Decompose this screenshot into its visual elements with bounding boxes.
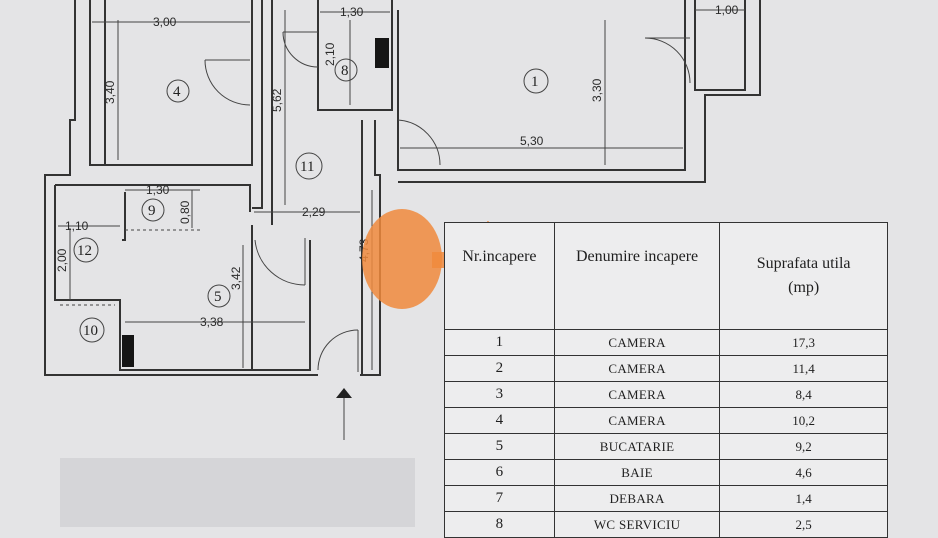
dim-3-40: 3,40 — [103, 80, 117, 104]
header-nr-incapere: Nr.incapere — [444, 222, 555, 330]
dim-5-62: 5,62 — [270, 88, 284, 112]
room-number-5: 5 — [214, 289, 222, 305]
dim-5-30: 5,30 — [520, 134, 544, 148]
cell-area: 8,4 — [719, 381, 888, 408]
room-markers: 4 8 1 11 9 12 5 10 — [73, 58, 549, 343]
dim-2-29: 2,29 — [302, 205, 326, 219]
dim-1-00: 1,00 — [715, 3, 739, 17]
room-number-1: 1 — [531, 74, 539, 90]
room-number-12: 12 — [77, 243, 92, 259]
room-area-table: Nr.incapere Denumire incapere Suprafata … — [444, 222, 888, 538]
cell-name: DEBARA — [553, 485, 721, 512]
dim-3-42: 3,42 — [229, 266, 243, 290]
cell-area: 9,2 — [719, 433, 888, 460]
cell-name: BUCATARIE — [553, 433, 721, 460]
cell-nr: 3 — [444, 381, 555, 408]
cell-area: 1,4 — [719, 485, 888, 512]
cell-area: 2,5 — [719, 511, 888, 538]
cell-nr: 8 — [444, 511, 555, 538]
room-number-11: 11 — [300, 159, 314, 175]
cell-nr: 5 — [444, 433, 555, 460]
cell-nr: 4 — [444, 407, 555, 434]
room-number-4: 4 — [173, 84, 181, 100]
dim-3-38: 3,38 — [200, 315, 224, 329]
cell-nr: 2 — [444, 355, 555, 382]
doors — [204, 31, 691, 372]
cell-area: 11,4 — [719, 355, 888, 382]
cell-name: CAMERA — [553, 407, 721, 434]
dim-1-10: 1,10 — [65, 219, 89, 233]
cell-name: CAMERA — [553, 381, 721, 408]
scan-shadow — [60, 458, 415, 527]
cell-name: WC SERVICIU — [553, 511, 721, 538]
dim-0-80: 0,80 — [178, 200, 192, 224]
room-number-10: 10 — [83, 323, 98, 339]
dim-3-00: 3,00 — [153, 15, 177, 29]
dim-2-10: 2,10 — [323, 42, 337, 66]
dim-1-30-mid: 1,30 — [146, 183, 170, 197]
walls — [44, 0, 761, 376]
dim-3-30: 3,30 — [590, 78, 604, 102]
cell-nr: 1 — [444, 329, 555, 356]
dim-4-73: 4,73 — [357, 238, 371, 262]
cell-nr: 6 — [444, 459, 555, 486]
table-header-row: Nr.incapere Denumire incapere Suprafata … — [444, 222, 888, 330]
cell-name: CAMERA — [553, 329, 721, 356]
cell-name: CAMERA — [553, 355, 721, 382]
cell-nr: 7 — [444, 485, 555, 512]
cell-area: 4,6 — [719, 459, 888, 486]
header-denumire-incapere: Denumire incapere — [553, 222, 721, 330]
dim-1-30-top: 1,30 — [340, 5, 364, 19]
floor-plan: 3,00 1,30 1,00 3,40 5,62 2,10 3,30 5,30 … — [44, 0, 761, 527]
dim-2-00: 2,00 — [55, 248, 69, 272]
cell-name: BAIE — [553, 459, 721, 486]
header-suprafata-utila: Suprafata utila (mp) — [719, 222, 888, 330]
cell-area: 10,2 — [719, 407, 888, 434]
room-number-8: 8 — [341, 63, 349, 79]
room-number-9: 9 — [148, 203, 156, 219]
cell-area: 17,3 — [719, 329, 888, 356]
